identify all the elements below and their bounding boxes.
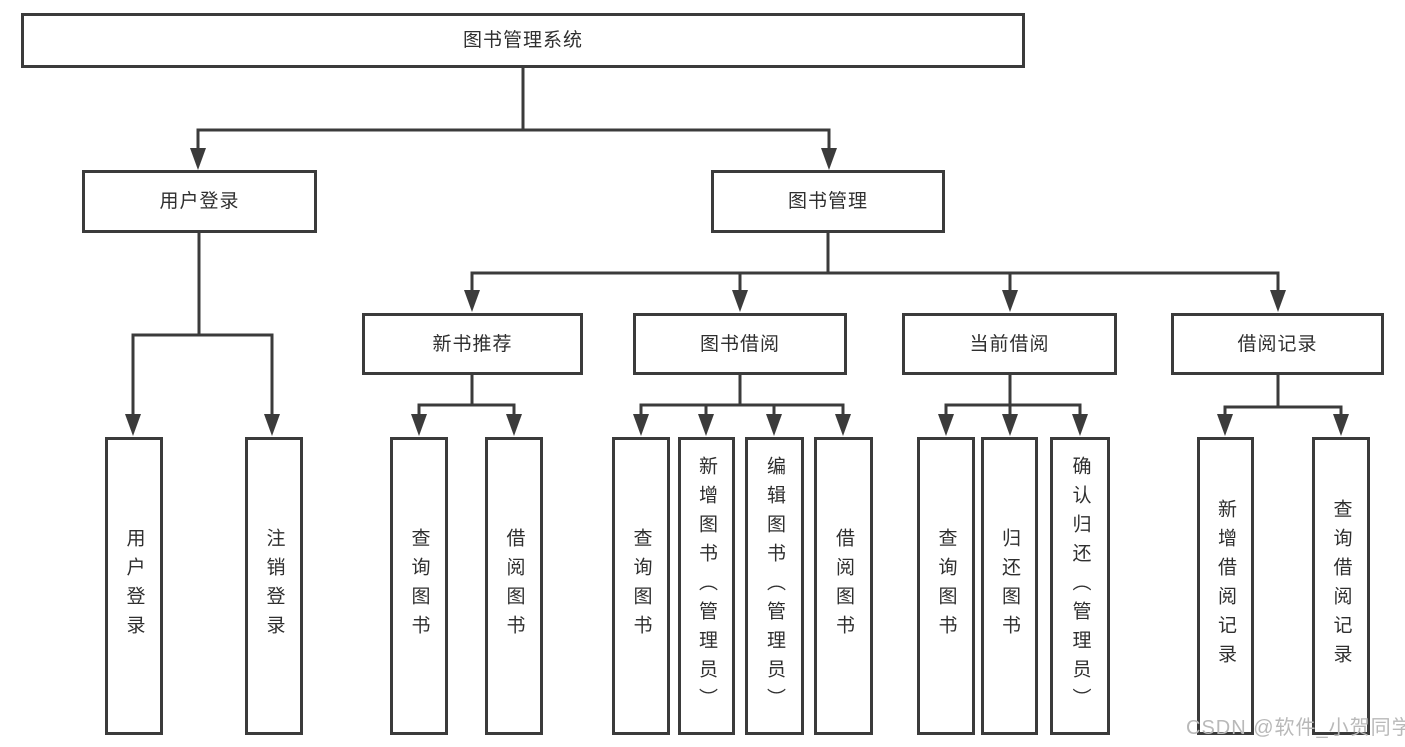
leaf-user-login: 用户登录 (105, 437, 163, 735)
leaf-borrow-books-recommend: 借阅图书 (485, 437, 543, 735)
watermark: CSDN @软件_小贺同学 (1186, 717, 1405, 739)
arrowheads (125, 148, 1349, 436)
leaf-query-books-borrowing: 查询图书 (612, 437, 670, 735)
node-book-management: 图书管理 (711, 170, 945, 233)
leaf-query-borrow-record: 查询借阅记录 (1312, 437, 1370, 735)
leaf-edit-book-admin: 编辑图书（管理员） (745, 437, 804, 735)
node-book-borrowing: 图书借阅 (633, 313, 847, 375)
leaf-confirm-return-admin: 确认归还（管理员） (1050, 437, 1110, 735)
leaf-borrow-books-borrowing: 借阅图书 (814, 437, 873, 735)
leaf-logout: 注销登录 (245, 437, 303, 735)
node-current-borrowing: 当前借阅 (902, 313, 1117, 375)
leaf-query-books-recommend: 查询图书 (390, 437, 448, 735)
leaf-query-books-current: 查询图书 (917, 437, 975, 735)
node-library-system: 图书管理系统 (21, 13, 1025, 68)
node-new-book-recommend: 新书推荐 (362, 313, 583, 375)
node-user-login: 用户登录 (82, 170, 317, 233)
leaf-return-books: 归还图书 (981, 437, 1038, 735)
leaf-add-borrow-record: 新增借阅记录 (1197, 437, 1254, 735)
leaf-add-book-admin: 新增图书（管理员） (678, 437, 735, 735)
node-borrow-records: 借阅记录 (1171, 313, 1384, 375)
